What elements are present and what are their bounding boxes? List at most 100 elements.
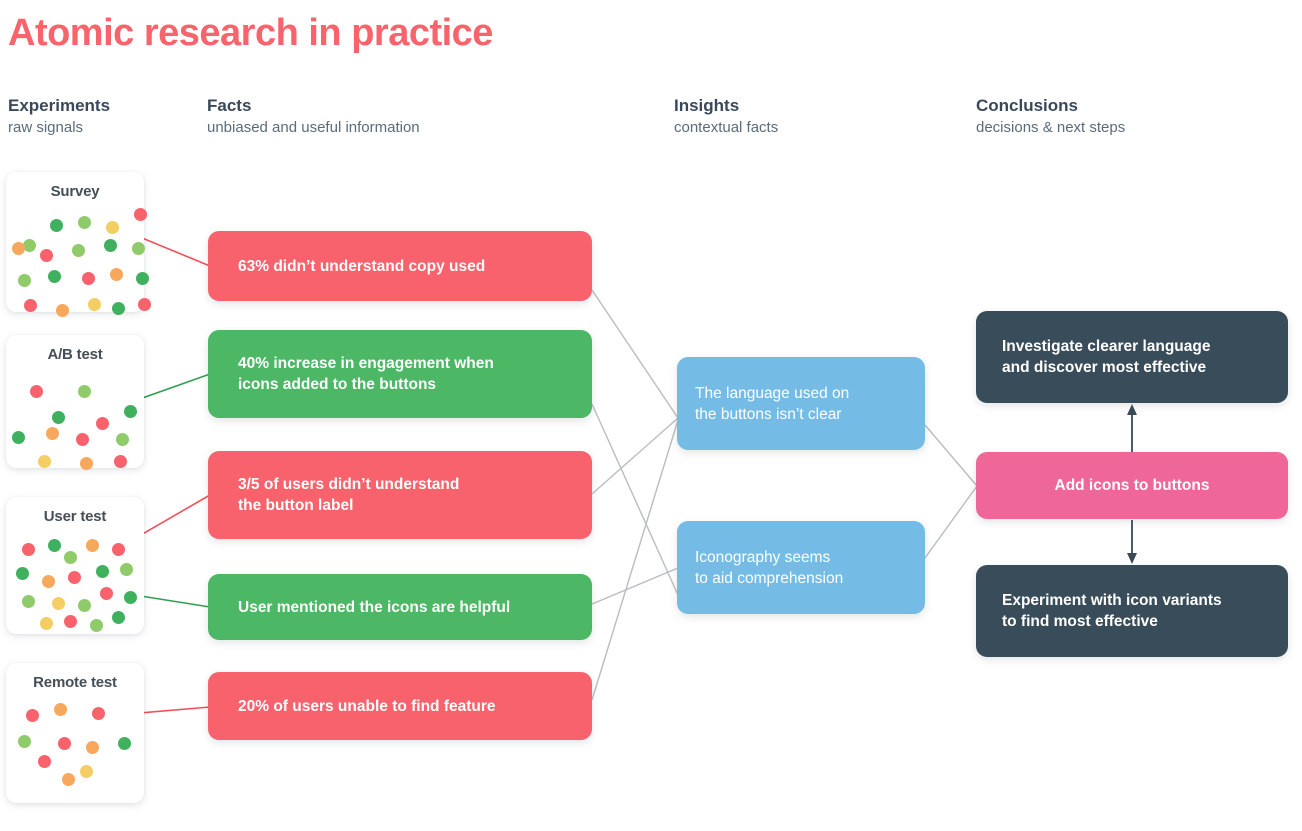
data-dot (120, 563, 133, 576)
column-subtitle-insights: contextual facts (674, 119, 779, 136)
fact-card-5[interactable]: 20% of users unable to find feature (208, 672, 592, 740)
data-dot (116, 433, 129, 446)
experiment-card-survey[interactable]: Survey (6, 172, 151, 317)
data-dot (38, 755, 51, 768)
data-dot (22, 595, 35, 608)
experiment-card-ab-test[interactable]: A/B test (6, 335, 144, 470)
column-title-insights: Insights (674, 96, 740, 115)
dot-field-user-test (6, 525, 144, 632)
arrowhead-up (1127, 404, 1137, 415)
fact-text-2: 40% increase in engagement when icons ad… (238, 355, 494, 393)
conclusion-text-2: Add icons to buttons (1054, 477, 1210, 494)
conclusion-text-1: Investigate clearer language and discove… (1002, 338, 1211, 376)
link-fact-1-to-insight-1 (591, 289, 679, 419)
link-fact-4-to-insight-2 (591, 567, 679, 605)
data-dot (96, 565, 109, 578)
column-subtitle-experiments: raw signals (8, 119, 84, 136)
data-dot (68, 571, 81, 584)
data-dot (48, 270, 61, 283)
data-dot (12, 242, 25, 255)
data-dot (114, 455, 127, 468)
data-dot (132, 242, 145, 255)
data-dot (12, 431, 25, 444)
fact-text-4: User mentioned the icons are helpful (238, 598, 511, 616)
data-dot (112, 543, 125, 556)
dot-field-survey (6, 200, 151, 317)
link-insight-1-to-conclusion-2 (924, 424, 978, 487)
link-insight-2-to-conclusion-2 (924, 485, 978, 559)
fact-card-1[interactable]: 63% didn’t understand copy used (208, 231, 592, 301)
data-dot (42, 575, 55, 588)
experiment-card-user-test[interactable]: User test (6, 497, 144, 634)
data-dot (124, 405, 137, 418)
data-dot (50, 219, 63, 232)
data-dot (18, 735, 31, 748)
data-dot (106, 221, 119, 234)
column-header-experiments: Experiments raw signals (8, 95, 110, 139)
column-subtitle-conclusions: decisions & next steps (976, 119, 1126, 136)
data-dot (80, 457, 93, 470)
fact-text-3: 3/5 of users didn’t understand the butto… (238, 476, 460, 514)
data-dot (24, 299, 37, 312)
data-dot (124, 591, 137, 604)
data-dot (18, 274, 31, 287)
data-dot (64, 551, 77, 564)
data-dot (90, 619, 103, 632)
data-dot (23, 239, 36, 252)
insight-card-1[interactable]: The language used on the buttons isn’t c… (677, 357, 925, 450)
experiment-label-user-test: User test (43, 508, 107, 525)
data-dot (86, 539, 99, 552)
data-dot (54, 703, 67, 716)
insight-text-1: The language used on the buttons isn’t c… (695, 384, 850, 423)
experiment-label-remote-test: Remote test (33, 674, 117, 691)
data-dot (64, 615, 77, 628)
data-dot (138, 298, 151, 311)
data-dot (80, 765, 93, 778)
fact-card-3[interactable]: 3/5 of users didn’t understand the butto… (208, 451, 592, 539)
experiment-label-ab-test: A/B test (47, 346, 103, 363)
data-dot (52, 597, 65, 610)
insight-card-2[interactable]: Iconography seems to aid comprehension (677, 521, 925, 614)
insight-text-2: Iconography seems to aid comprehension (695, 548, 844, 587)
column-header-conclusions: Conclusions decisions & next steps (976, 95, 1125, 139)
data-dot (78, 385, 91, 398)
fact-card-4[interactable]: User mentioned the icons are helpful (208, 574, 592, 640)
data-dot (52, 411, 65, 424)
data-dot (86, 741, 99, 754)
experiment-card-remote-test[interactable]: Remote test (6, 663, 144, 803)
data-dot (96, 417, 109, 430)
conclusion-card-1[interactable]: Investigate clearer language and discove… (976, 311, 1288, 403)
data-dot (78, 216, 91, 229)
data-dot (88, 298, 101, 311)
data-dot (82, 272, 95, 285)
data-dot (30, 385, 43, 398)
conclusion-text-3: Experiment with icon variants to find mo… (1002, 592, 1222, 630)
experiment-label-survey: Survey (50, 183, 100, 200)
data-dot (40, 249, 53, 262)
conclusion-card-2[interactable]: Add icons to buttons (976, 452, 1288, 519)
data-dot (26, 709, 39, 722)
data-dot (112, 611, 125, 624)
conclusion-card-3[interactable]: Experiment with icon variants to find mo… (976, 565, 1288, 657)
column-title-conclusions: Conclusions (976, 96, 1079, 115)
link-fact-3-to-insight-1 (591, 417, 679, 495)
data-dot (46, 427, 59, 440)
data-dot (136, 272, 149, 285)
data-dot (134, 208, 147, 221)
dot-field-remote-test (6, 691, 144, 791)
column-header-facts: Facts unbiased and useful information (207, 95, 420, 139)
column-title-facts: Facts (207, 96, 252, 115)
data-dot (92, 707, 105, 720)
page-title: Atomic research in practice (8, 12, 493, 54)
data-dot (22, 543, 35, 556)
data-dot (100, 587, 113, 600)
fact-card-2[interactable]: 40% increase in engagement when icons ad… (208, 330, 592, 418)
data-dot (48, 539, 61, 552)
link-fact-2-to-insight-2 (591, 403, 679, 596)
data-dot (104, 239, 117, 252)
data-dot (78, 599, 91, 612)
data-dot (72, 244, 85, 257)
fact-text-1: 63% didn’t understand copy used (238, 257, 486, 275)
